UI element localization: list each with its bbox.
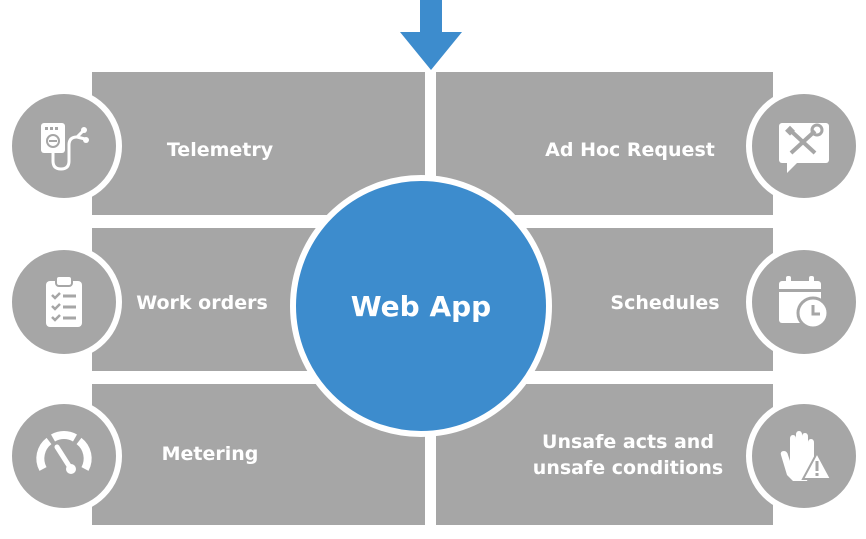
hand-warning-icon — [780, 431, 833, 481]
label-unsafe-acts: Unsafe acts and unsafe conditions — [532, 431, 724, 479]
unsafe-icon-circle — [746, 398, 862, 514]
schedules-icon-circle — [746, 244, 862, 360]
label-metering: Metering — [161, 443, 259, 465]
web-app-label: Web App — [350, 289, 492, 323]
work-orders-icon-circle — [6, 244, 122, 360]
calendar-clock-icon — [779, 276, 830, 330]
ad-hoc-icon-circle — [746, 88, 862, 204]
label-ad-hoc-request: Ad Hoc Request — [545, 139, 715, 161]
web-app-circle: Web App — [290, 175, 552, 437]
label-schedules: Schedules — [610, 292, 720, 314]
telemetry-icon-circle — [6, 88, 122, 204]
meter-probe-icon — [41, 123, 89, 171]
tools-chat-icon — [779, 123, 829, 173]
down-arrow-icon — [400, 0, 462, 70]
panel-ad-hoc-request — [436, 72, 773, 215]
gauge-icon — [36, 431, 92, 474]
metering-icon-circle — [6, 398, 122, 514]
label-work-orders: Work orders — [136, 292, 268, 314]
label-telemetry: Telemetry — [166, 139, 274, 161]
clipboard-checklist-icon — [46, 275, 82, 327]
